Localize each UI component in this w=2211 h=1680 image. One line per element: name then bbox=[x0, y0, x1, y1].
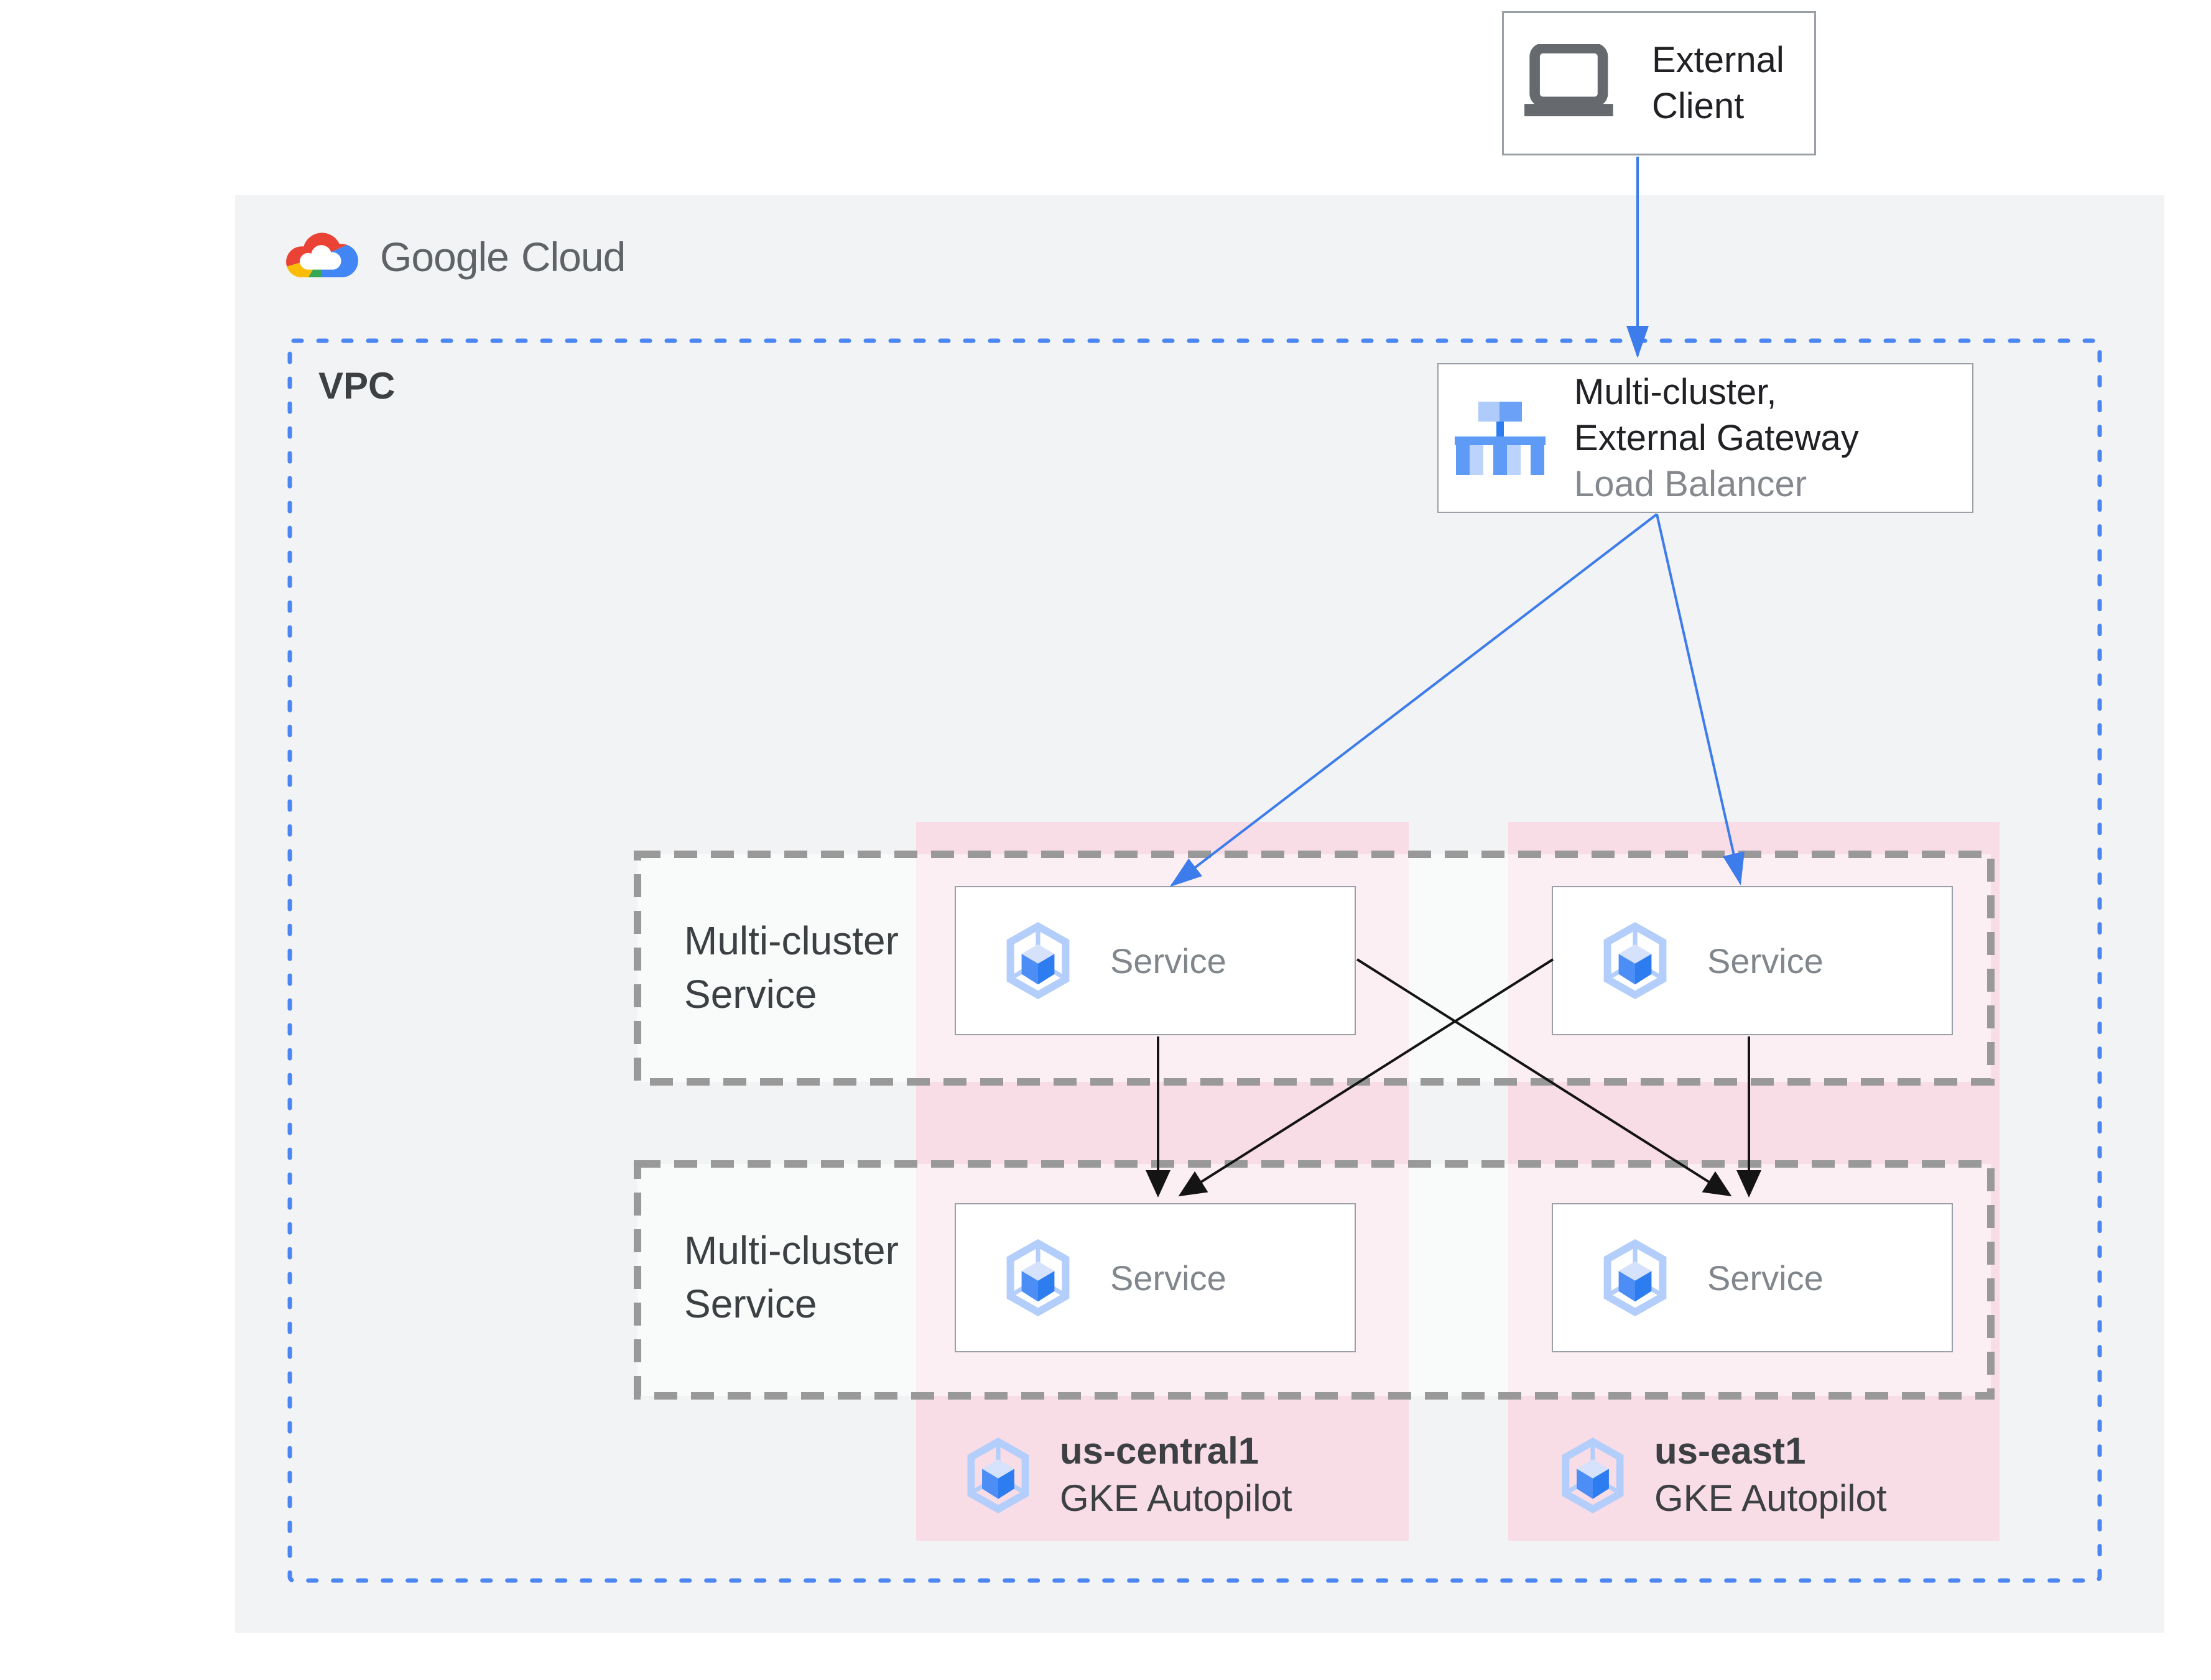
gke-service-icon bbox=[1603, 921, 1667, 1000]
multi-cluster-service-row2-label: Multi-cluster Service bbox=[684, 1224, 899, 1331]
external-client-box: External Client bbox=[1502, 11, 1816, 155]
gke-cluster-icon bbox=[1562, 1438, 1624, 1513]
region-name: us-central1 bbox=[1060, 1430, 1259, 1472]
region-platform: GKE Autopilot bbox=[1060, 1477, 1292, 1519]
region-platform: GKE Autopilot bbox=[1654, 1477, 1887, 1519]
service-box-top-right: Service bbox=[1552, 886, 1953, 1035]
load-balancer-icon bbox=[1455, 401, 1546, 475]
gateway-label: Multi-cluster, External Gateway Load Bal… bbox=[1574, 369, 1859, 507]
logo-word-cloud: Cloud bbox=[521, 234, 626, 280]
external-client-line1: External bbox=[1652, 40, 1784, 80]
service-label: Service bbox=[1707, 1258, 1824, 1298]
row2-label-line1: Multi-cluster bbox=[684, 1228, 899, 1273]
service-box-bottom-right: Service bbox=[1552, 1203, 1953, 1352]
row2-label-line2: Service bbox=[684, 1281, 817, 1326]
row1-label-line2: Service bbox=[684, 972, 817, 1017]
row1-label-line1: Multi-cluster bbox=[684, 918, 899, 963]
google-cloud-logo: Google Cloud bbox=[280, 224, 626, 290]
region-label-us-central1: us-central1 GKE Autopilot bbox=[965, 1428, 1292, 1522]
region-text: us-east1 GKE Autopilot bbox=[1654, 1428, 1887, 1522]
region-label-us-east1: us-east1 GKE Autopilot bbox=[1560, 1428, 1887, 1522]
gke-service-icon bbox=[1006, 1239, 1070, 1317]
gke-cluster-icon bbox=[967, 1438, 1029, 1513]
gateway-load-balancer-box: Multi-cluster, External Gateway Load Bal… bbox=[1437, 363, 1973, 513]
service-label: Service bbox=[1707, 941, 1824, 981]
gke-service-icon bbox=[1603, 1239, 1667, 1317]
service-box-bottom-left: Service bbox=[955, 1203, 1356, 1352]
service-label: Service bbox=[1110, 941, 1226, 981]
gateway-title-line2: External Gateway bbox=[1574, 417, 1859, 458]
logo-word-google: Google bbox=[380, 234, 509, 280]
gateway-title-line1: Multi-cluster, bbox=[1574, 371, 1777, 412]
external-client-label: External Client bbox=[1652, 37, 1784, 129]
vpc-label: VPC bbox=[318, 365, 396, 407]
laptop-icon bbox=[1524, 44, 1613, 117]
region-name: us-east1 bbox=[1654, 1430, 1806, 1472]
external-client-line2: Client bbox=[1652, 86, 1745, 126]
gateway-subtitle: Load Balancer bbox=[1574, 463, 1807, 504]
service-label: Service bbox=[1110, 1258, 1226, 1298]
multi-cluster-service-row1-label: Multi-cluster Service bbox=[684, 914, 899, 1021]
gke-service-icon bbox=[1006, 921, 1070, 1000]
google-cloud-icon bbox=[286, 233, 358, 277]
region-text: us-central1 GKE Autopilot bbox=[1060, 1428, 1292, 1522]
service-box-top-left: Service bbox=[955, 886, 1356, 1035]
